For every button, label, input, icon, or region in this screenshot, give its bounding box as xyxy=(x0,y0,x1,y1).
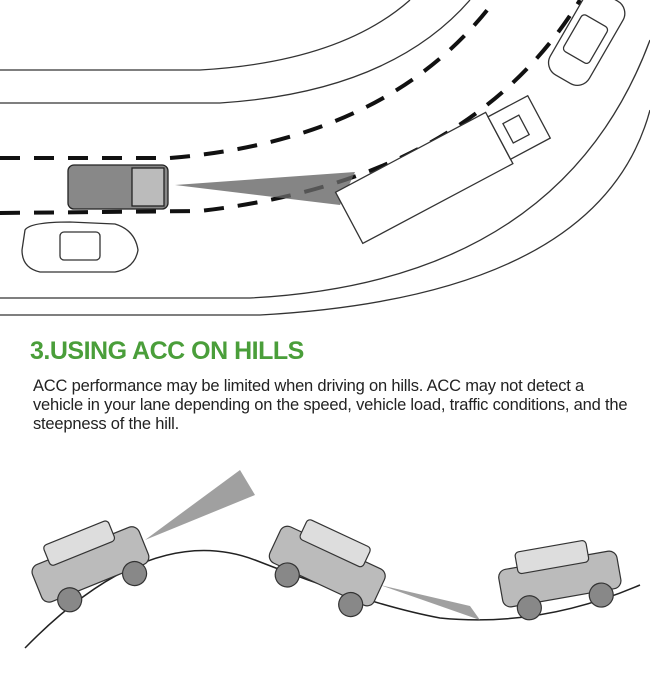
suv-ahead xyxy=(498,540,622,621)
radar-beam xyxy=(175,172,355,205)
ego-vehicle xyxy=(67,164,169,210)
section-title: 3.USING ACC ON HILLS xyxy=(30,337,304,365)
section-body: ACC performance may be limited when driv… xyxy=(33,377,628,433)
radar-beam-uphill xyxy=(145,470,255,540)
curved-road-illustration xyxy=(0,0,650,316)
car-top-right xyxy=(547,0,626,86)
suv-uphill xyxy=(31,520,150,613)
truck xyxy=(334,94,552,245)
car-left xyxy=(21,221,139,273)
radar-beam-downhill xyxy=(380,585,480,620)
suv-downhill xyxy=(268,519,386,618)
hills-illustration xyxy=(24,470,641,649)
